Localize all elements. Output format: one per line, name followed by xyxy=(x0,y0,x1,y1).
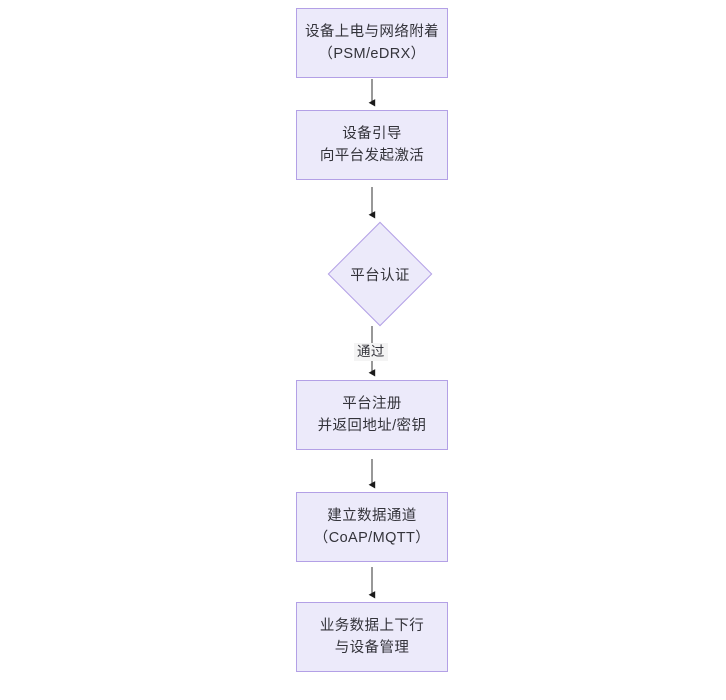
node-label-line: （PSM/eDRX） xyxy=(318,46,426,62)
node-label-line: 建立数据通道 xyxy=(327,507,417,524)
node-label-line: 并返回地址/密钥 xyxy=(317,418,427,434)
edge-label-pass: 通过 xyxy=(354,343,388,362)
node-business-data[interactable]: 业务数据上下行 与设备管理 xyxy=(296,602,448,672)
node-platform-authentication[interactable]: 平台认证 xyxy=(325,221,435,327)
node-label-line: 与设备管理 xyxy=(334,640,410,656)
node-label-line: （CoAP/MQTT） xyxy=(313,530,431,546)
node-label-line: 设备上电与网络附着 xyxy=(304,23,440,40)
node-label-line: 平台认证 xyxy=(350,267,410,284)
node-platform-registration[interactable]: 平台注册 并返回地址/密钥 xyxy=(296,380,448,450)
node-label-line: 设备引导 xyxy=(342,125,402,142)
node-label-line: 向平台发起激活 xyxy=(319,148,425,164)
node-label-line: 业务数据上下行 xyxy=(319,617,425,634)
node-data-channel[interactable]: 建立数据通道 （CoAP/MQTT） xyxy=(296,492,448,562)
node-device-bootstrap[interactable]: 设备引导 向平台发起激活 xyxy=(296,110,448,180)
node-device-power-on[interactable]: 设备上电与网络附着 （PSM/eDRX） xyxy=(296,8,448,78)
node-label-line: 平台注册 xyxy=(342,395,402,412)
